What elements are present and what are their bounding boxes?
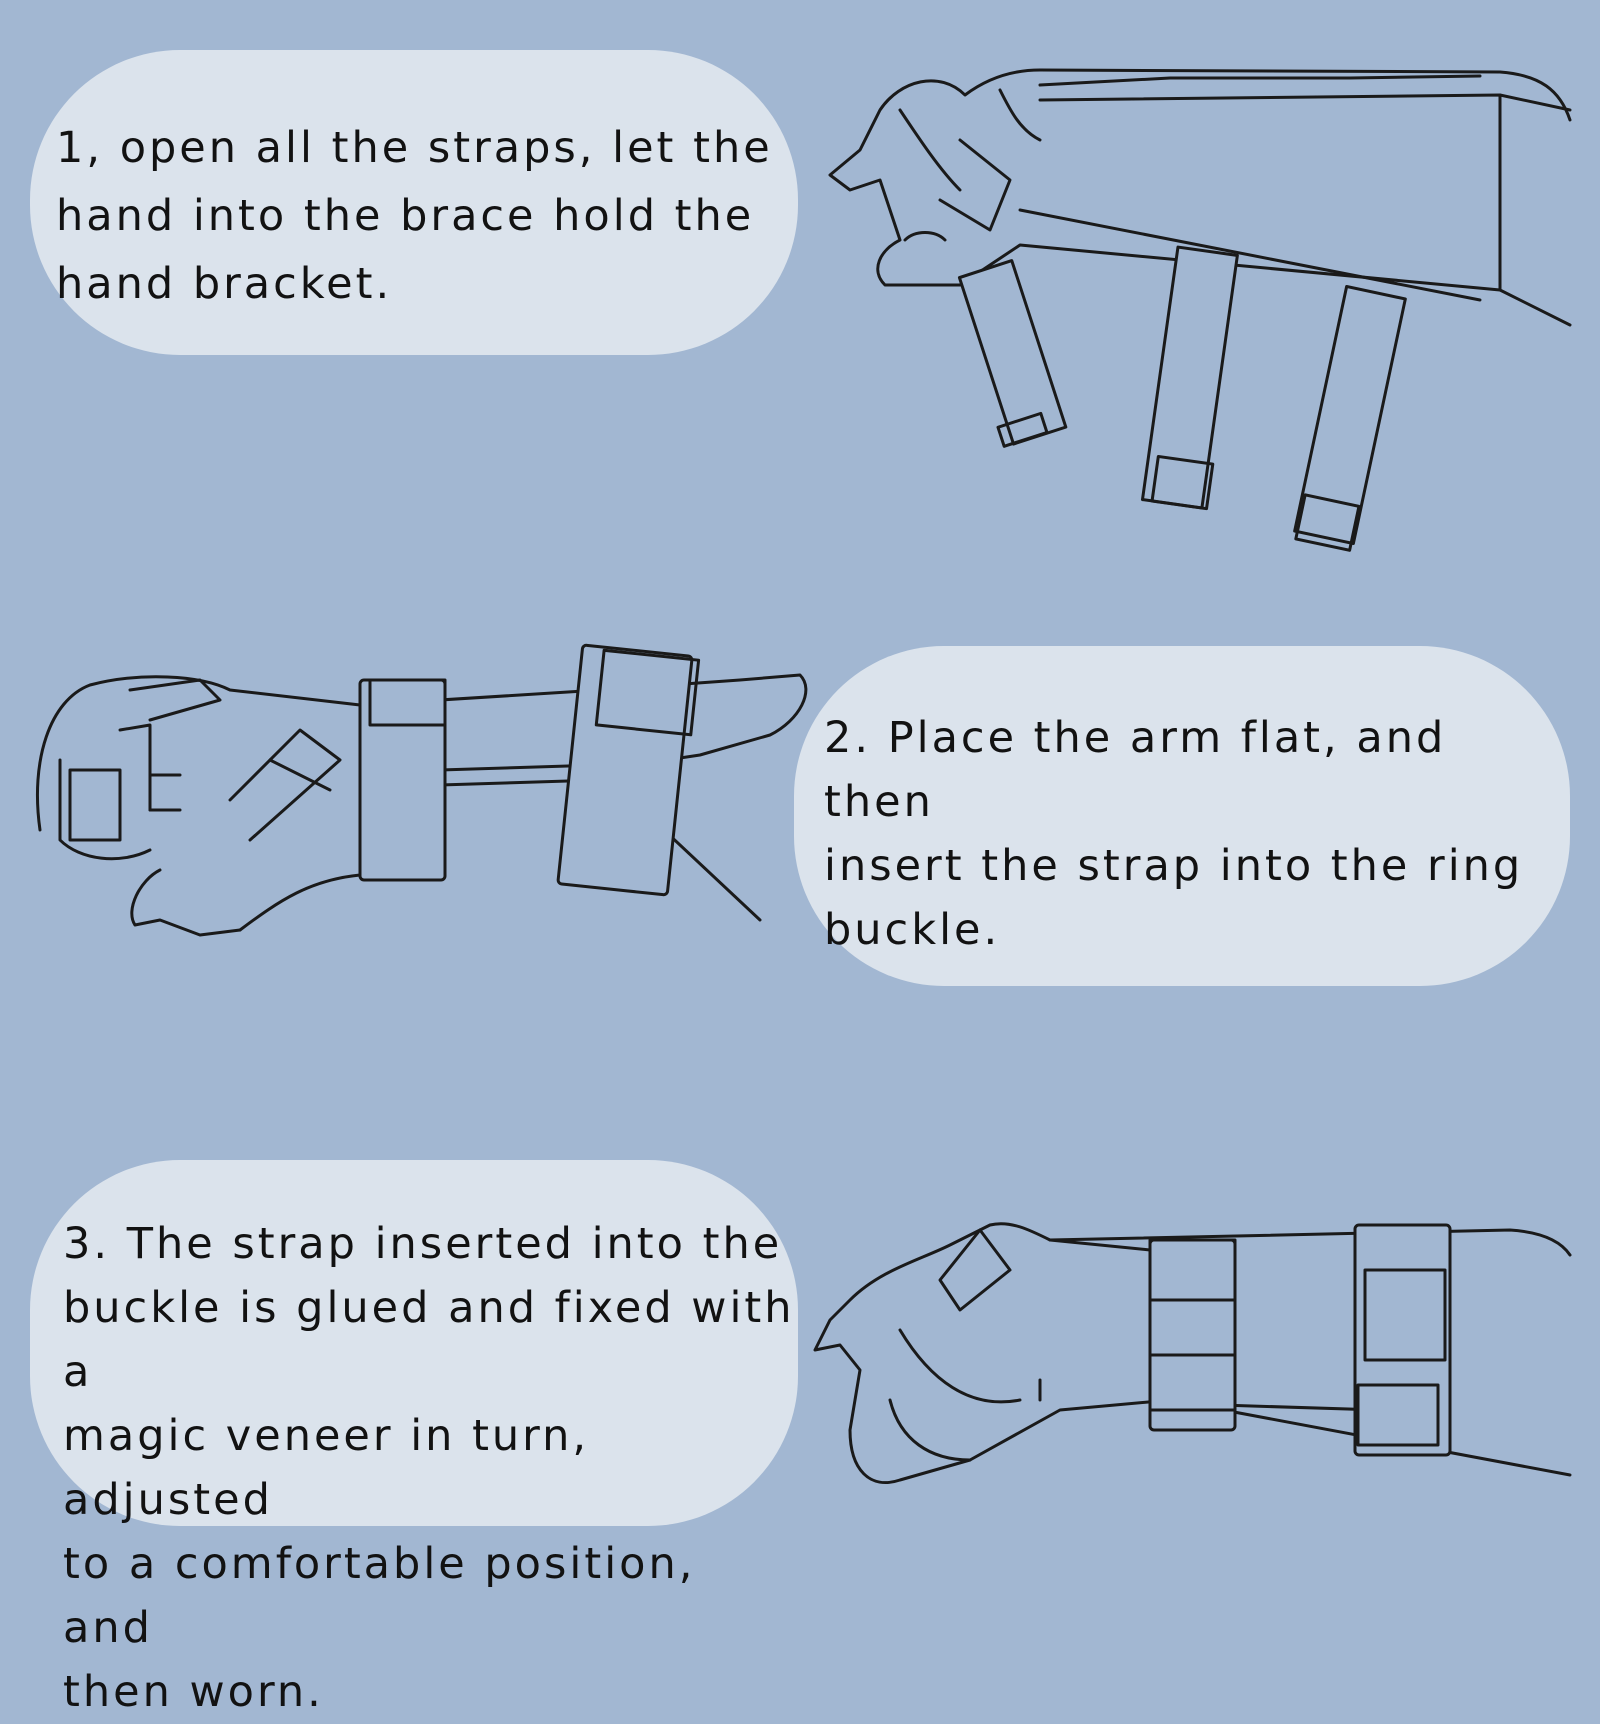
step-2-text: 2. Place the arm flat, and then insert t… xyxy=(824,713,1524,955)
step-1-bubble: 1, open all the straps, let the hand int… xyxy=(30,50,798,355)
illustrations xyxy=(36,68,1572,1484)
brace-strap-insert-icon xyxy=(36,643,808,937)
step-1-text: 1, open all the straps, let the hand int… xyxy=(56,123,773,309)
step-3-bubble: 3. The strap inserted into the buckle is… xyxy=(30,1160,798,1717)
brace-worn-icon xyxy=(813,1222,1572,1484)
step-2-bubble: 2. Place the arm flat, and then insert t… xyxy=(794,646,1570,986)
step-3-text: 3. The strap inserted into the buckle is… xyxy=(63,1219,795,1717)
brace-open-straps-icon xyxy=(828,68,1572,552)
